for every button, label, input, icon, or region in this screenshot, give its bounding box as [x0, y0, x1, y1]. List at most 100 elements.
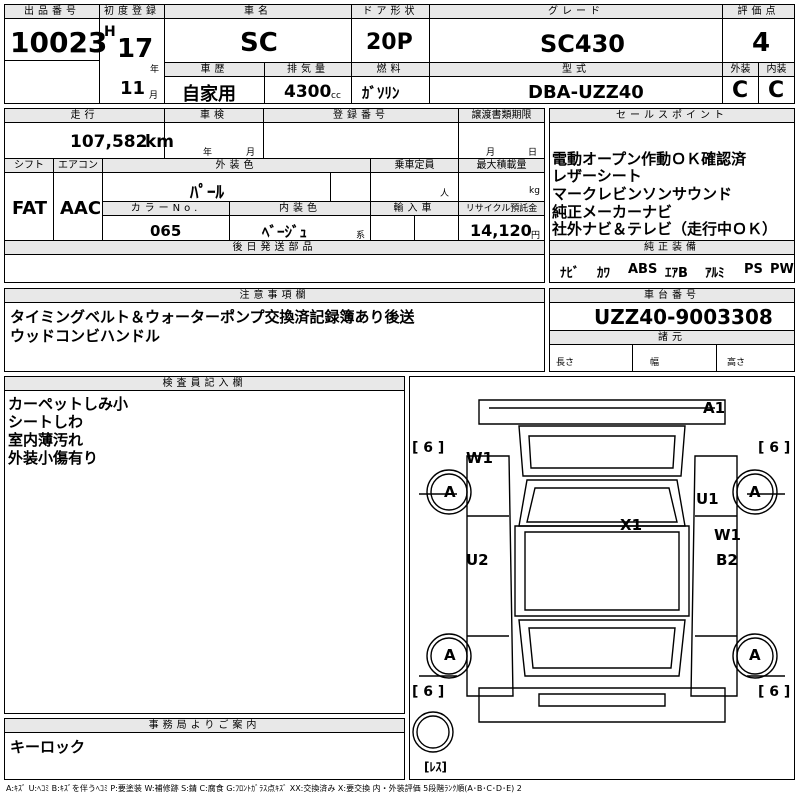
sales-point-2: レザーシート — [552, 167, 642, 185]
notes-label: 注意事項欄 — [5, 289, 544, 303]
door-value: 20P — [366, 30, 413, 55]
sales-points-box — [549, 108, 795, 283]
first-reg-label: 初度登録 — [100, 5, 164, 19]
grade-value: SC430 — [540, 30, 625, 58]
ext-grade-label: 外装 — [723, 63, 758, 77]
tire-mark-front-right: [ 6 ] — [758, 440, 791, 456]
month-unit: 月 — [149, 91, 159, 101]
grade-label: グレード — [430, 5, 722, 19]
history-label: 車歴 — [165, 63, 264, 77]
car-name-label: 車名 — [165, 5, 351, 19]
equipment-item-navi: ﾅﾋﾞ — [560, 266, 580, 281]
lot-label: 出品番号 — [5, 5, 99, 19]
tire-mark-rear-left: [ 6 ] — [412, 684, 445, 700]
sales-point-4: 純正メーカーナビ — [552, 203, 673, 221]
equipment-label: 純正装備 — [550, 241, 794, 255]
notes-line-2: ウッドコンビハンドル — [10, 327, 161, 345]
ext-color-label: 外装色 — [103, 159, 370, 173]
vehicle-details-grid — [4, 108, 545, 283]
chassis-label: 車台番号 — [550, 289, 794, 303]
car-name-value: SC — [240, 28, 278, 58]
recycle-label: リサイクル預託金 — [459, 202, 544, 216]
diagram-mark-b2: B2 — [716, 551, 738, 569]
door-label: ドア形状 — [352, 5, 429, 19]
aircon-value: AAC — [60, 198, 102, 219]
color-no-label: カラーNo. — [103, 202, 229, 216]
shift-value: FAT — [12, 198, 48, 219]
lot-number: 10023 — [10, 26, 108, 59]
mileage-value: 107,582 — [70, 132, 148, 152]
fuel-label: 燃料 — [352, 63, 429, 77]
aircon-label: エアコン — [54, 159, 102, 173]
displacement-unit: cc — [331, 91, 341, 101]
spare-tire-label: [ﾚｽ] — [424, 760, 447, 774]
inspector-box — [4, 376, 405, 714]
max-load-label: 最大積載量 — [459, 159, 544, 173]
sales-point-5: 社外ナビ＆テレビ（走行中ＯＫ） — [552, 220, 778, 238]
office-value: キーロック — [10, 738, 86, 756]
office-box — [4, 718, 405, 780]
import-label: 輸入車 — [371, 202, 458, 216]
sales-point-1: 電動オープン作動ＯＫ確認済 — [552, 150, 747, 168]
int-grade-label: 内装 — [759, 63, 794, 77]
score-value: 4 — [752, 28, 771, 58]
transfer-label: 譲渡書類期限 — [459, 109, 544, 123]
inspector-line-1: カーペットしみ小 — [8, 395, 129, 413]
wheel-mark-rear-left: A — [444, 646, 456, 664]
int-color-label: 内装色 — [230, 202, 370, 216]
diagram-mark-w1-right: W1 — [714, 526, 741, 544]
top-grid — [4, 4, 795, 104]
damage-legend: A:ｷｽﾞ U:ﾍｺﾐ B:ｷｽﾞを伴うﾍｺﾐ P:要塗装 W:補修跡 S:錆 … — [6, 784, 522, 793]
mileage-label: 走行 — [5, 109, 164, 123]
wheel-mark-front-right: A — [749, 483, 761, 501]
recycle-value: 14,120 — [470, 221, 532, 240]
year-unit: 年 — [150, 65, 160, 75]
specs-width: 幅 — [650, 358, 660, 368]
reg-number-label: 登録番号 — [264, 109, 458, 123]
notes-line-1: タイミングベルト＆ウォーターポンプ交換済記録簿あり後送 — [10, 308, 415, 326]
specs-height: 高さ — [727, 358, 746, 368]
tire-mark-rear-right: [ 6 ] — [758, 684, 791, 700]
car-diagram-box — [409, 376, 795, 780]
wheel-mark-front-left: A — [444, 483, 456, 501]
equipment-item-alloy: ｱﾙﾐ — [705, 266, 725, 281]
inspector-line-2: シートしわ — [8, 413, 84, 431]
fuel-value: ｶﾞｿﾘﾝ — [362, 84, 400, 102]
model-value: DBA-UZZ40 — [528, 82, 644, 103]
diagram-mark-w1-left: W1 — [466, 449, 493, 467]
chassis-value: UZZ40-9003308 — [594, 305, 773, 329]
inspection-month-unit: 月 — [246, 148, 256, 158]
inspection-year-unit: 年 — [203, 148, 213, 158]
int-color-suffix: 系 — [356, 231, 366, 241]
specs-label: 諸元 — [550, 331, 794, 345]
inspector-line-3: 室内薄汚れ — [8, 431, 84, 449]
transfer-month-unit: 月 — [486, 148, 496, 158]
specs-length: 長さ — [556, 358, 575, 368]
transfer-day-unit: 日 — [528, 148, 538, 158]
model-label: 型式 — [430, 63, 722, 77]
equipment-item-pw: PW — [770, 262, 794, 277]
first-reg-year: 17 — [117, 34, 154, 64]
diagram-mark-x1: X1 — [620, 516, 643, 534]
int-color-value: ﾍﾞｰｼﾞｭ — [262, 223, 308, 241]
car-diagram — [412, 399, 785, 753]
first-reg-month: 11 — [120, 78, 146, 99]
later-parts-label: 後日発送部品 — [5, 241, 544, 255]
capacity-label: 乗車定員 — [371, 159, 458, 173]
sales-points-label: セールスポイント — [550, 109, 794, 123]
color-no-value: 065 — [150, 222, 182, 240]
capacity-unit: 人 — [440, 189, 450, 199]
displacement-value: 4300 — [284, 82, 332, 102]
equipment-item-leather: ｶﾜ — [597, 266, 610, 281]
inspection-label: 車検 — [165, 109, 263, 123]
shift-label: シフト — [5, 159, 53, 173]
equipment-item-ps: PS — [744, 262, 763, 277]
equipment-item-airbag: ｴｱB — [665, 266, 688, 281]
diagram-mark-u1: U1 — [696, 490, 719, 508]
inspector-line-4: 外装小傷有り — [8, 449, 99, 467]
office-label: 事務局よりご案内 — [5, 719, 404, 733]
score-label: 評価点 — [723, 5, 794, 19]
mileage-unit: km — [145, 132, 175, 152]
history-value: 自家用 — [182, 84, 236, 105]
tire-mark-front-left: [ 6 ] — [412, 440, 445, 456]
